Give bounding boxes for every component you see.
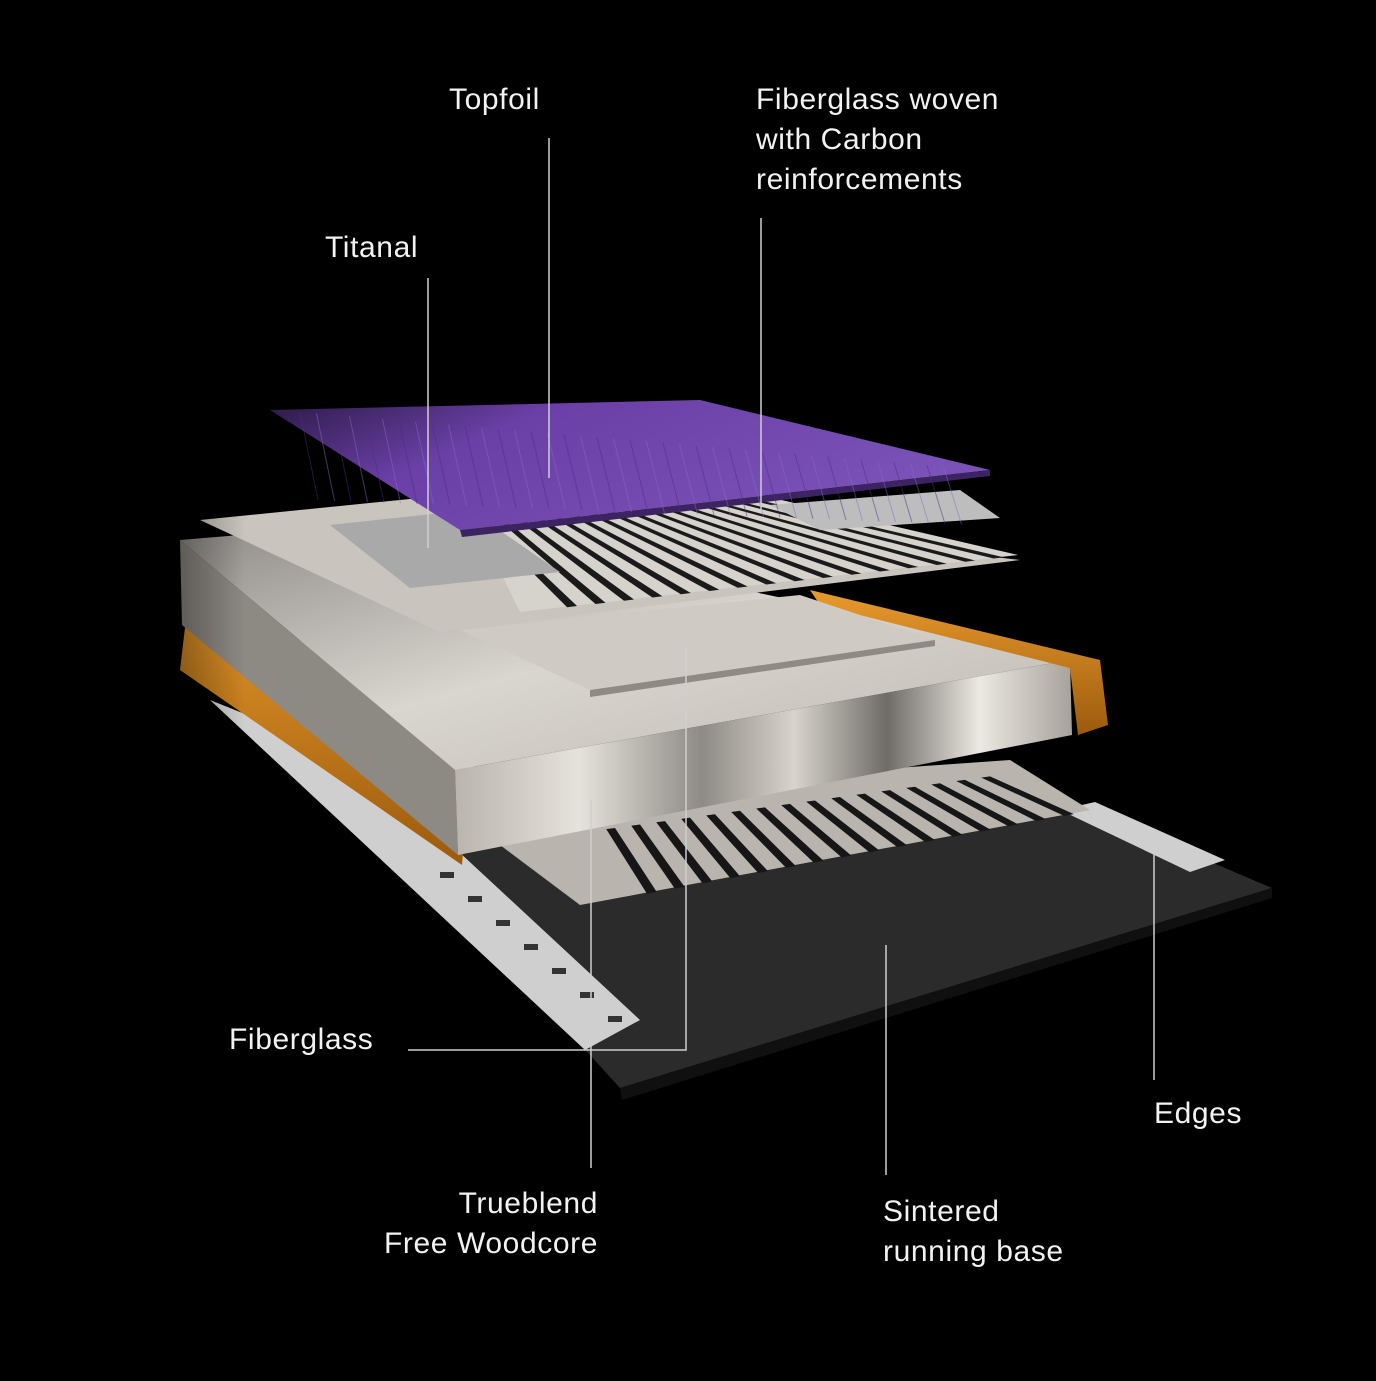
edges-label: Edges xyxy=(1154,1094,1242,1134)
edge-tooth xyxy=(608,1016,622,1022)
woodcore-label: Trueblend Free Woodcore xyxy=(384,1184,598,1264)
running-base-label: Sintered running base xyxy=(883,1192,1064,1272)
fiberglass-label: Fiberglass xyxy=(229,1020,373,1060)
titanal-label: Titanal xyxy=(325,228,418,268)
edge-tooth xyxy=(580,992,594,998)
left-fade xyxy=(0,380,700,980)
fiberglass-carbon-label: Fiberglass woven with Carbon reinforceme… xyxy=(756,80,999,200)
topfoil-label: Topfoil xyxy=(449,80,540,120)
